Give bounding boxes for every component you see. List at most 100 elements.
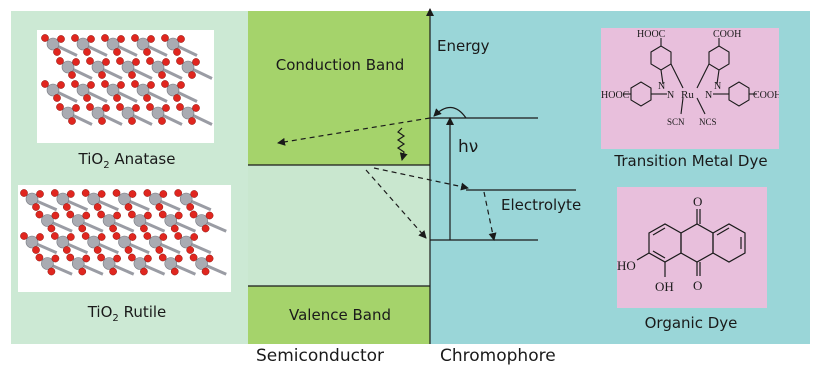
oxygen-atom: [50, 232, 59, 240]
titanium-atom: [106, 37, 120, 51]
titanium-atom: [166, 83, 180, 97]
titanium-atom: [195, 257, 208, 270]
oxygen-atom: [177, 35, 185, 43]
oxygen-atom: [189, 210, 198, 219]
oxygen-atom: [113, 254, 121, 263]
organic-dye-caption: Organic Dye: [644, 314, 738, 332]
anatase-lattice-icon: [41, 34, 213, 126]
oxygen-atom: [113, 211, 121, 220]
oxygen-atom: [146, 103, 154, 111]
oxygen-atom: [155, 246, 164, 254]
energy-axis-label: Energy: [437, 37, 490, 55]
titanium-atom: [118, 235, 131, 249]
oxygen-atom: [71, 80, 79, 88]
oxygen-atom: [201, 224, 210, 233]
oxygen-atom: [66, 190, 75, 198]
valence-band-label: Valence Band: [289, 306, 391, 324]
oxygen-atom: [68, 117, 76, 125]
oxygen-atom: [47, 224, 56, 233]
oxygen-atom: [97, 233, 106, 241]
oxygen-atom: [98, 117, 106, 125]
recombination-arrow: [365, 169, 427, 239]
oxygen-atom: [147, 35, 155, 43]
oxygen-atom: [101, 80, 109, 88]
oxygen-atom: [109, 267, 117, 276]
oxygen-atom: [170, 224, 179, 233]
titanium-atom: [87, 235, 100, 249]
oxygen-atom: [159, 190, 168, 198]
oxygen-atom: [20, 189, 28, 197]
oxygen-atom: [186, 246, 195, 254]
oxygen-atom: [97, 253, 105, 262]
oxygen-atom: [47, 267, 56, 276]
titanium-atom: [76, 83, 90, 97]
titanium-atom: [121, 106, 135, 120]
titanium-atom: [61, 106, 75, 120]
oxygen-atom: [173, 48, 181, 56]
oxygen-atom: [128, 190, 137, 198]
titanium-atom: [133, 257, 147, 270]
oxygen-atom: [170, 267, 179, 276]
titanium-atom: [181, 106, 195, 120]
oxygen-atom: [176, 57, 184, 65]
oxygen-atom: [56, 57, 64, 65]
oxygen-atom: [53, 94, 61, 102]
oxygen-atom: [132, 58, 140, 66]
oxygen-atom: [128, 253, 136, 262]
oxygen-atom: [158, 210, 167, 219]
thermalization-arrow: [396, 127, 408, 161]
titanium-atom: [46, 83, 60, 97]
oxygen-atom: [98, 71, 106, 79]
electrolyte-recombination-arrow: [373, 167, 469, 191]
oxygen-atom: [62, 246, 71, 254]
rutile-lattice-icon: [20, 189, 227, 276]
oxygen-atom: [72, 104, 80, 112]
hydroxyl-label: OH: [655, 279, 674, 294]
titanium-atom: [181, 60, 195, 74]
oxygen-atom: [93, 203, 102, 211]
oxygen-atom: [158, 253, 167, 262]
oxygen-atom: [124, 203, 133, 211]
oxygen-atom: [101, 34, 109, 42]
titanium-atom: [91, 60, 105, 74]
oxygen-atom: [36, 190, 44, 198]
oxygen-atom: [174, 254, 183, 263]
titanium-atom: [149, 235, 162, 249]
anatase-crystal-image: [37, 30, 214, 143]
oxygen-atom: [35, 253, 44, 262]
oxygen-atom: [192, 58, 200, 66]
titanium-atom: [179, 192, 193, 206]
oxygen-atom: [53, 48, 61, 56]
oxygen-atom: [192, 104, 200, 112]
titanium-atom: [102, 257, 116, 270]
oxygen-atom: [35, 210, 44, 219]
oxygen-atom: [186, 203, 195, 211]
oxygen-atom: [159, 233, 168, 241]
ncs-label: NCS: [699, 117, 717, 127]
ruthenium-complex-icon: HOOC COOH HOOC COOH N N N N Ru SCN NCS: [601, 29, 781, 127]
oxygen-atom: [56, 103, 64, 111]
titanium-atom: [106, 83, 120, 97]
rutile-crystal-image: [18, 185, 231, 292]
oxygen-atom: [144, 254, 152, 263]
oxygen-atom: [93, 246, 102, 254]
oxygen-atom: [82, 211, 91, 220]
oxygen-atom: [51, 211, 60, 220]
oxygen-atom: [50, 189, 59, 197]
injection-arc-arrow: [433, 106, 467, 119]
titanium-atom: [166, 37, 180, 51]
oxygen-atom: [68, 71, 76, 79]
electrolyte-label: Electrolyte: [501, 196, 582, 214]
nitrogen-label: N: [705, 90, 712, 101]
titanium-atom: [151, 60, 165, 74]
oxygen-atom: [128, 117, 136, 125]
titanium-atom: [195, 214, 208, 227]
valence-band-region: [248, 286, 430, 344]
oxygen-atom: [97, 190, 106, 198]
titanium-atom: [76, 37, 90, 51]
oxygen-atom: [102, 58, 110, 66]
oxygen-atom: [144, 211, 152, 220]
titanium-atom: [164, 214, 178, 227]
oxygen-atom: [66, 233, 75, 241]
titanium-atom: [151, 106, 165, 120]
